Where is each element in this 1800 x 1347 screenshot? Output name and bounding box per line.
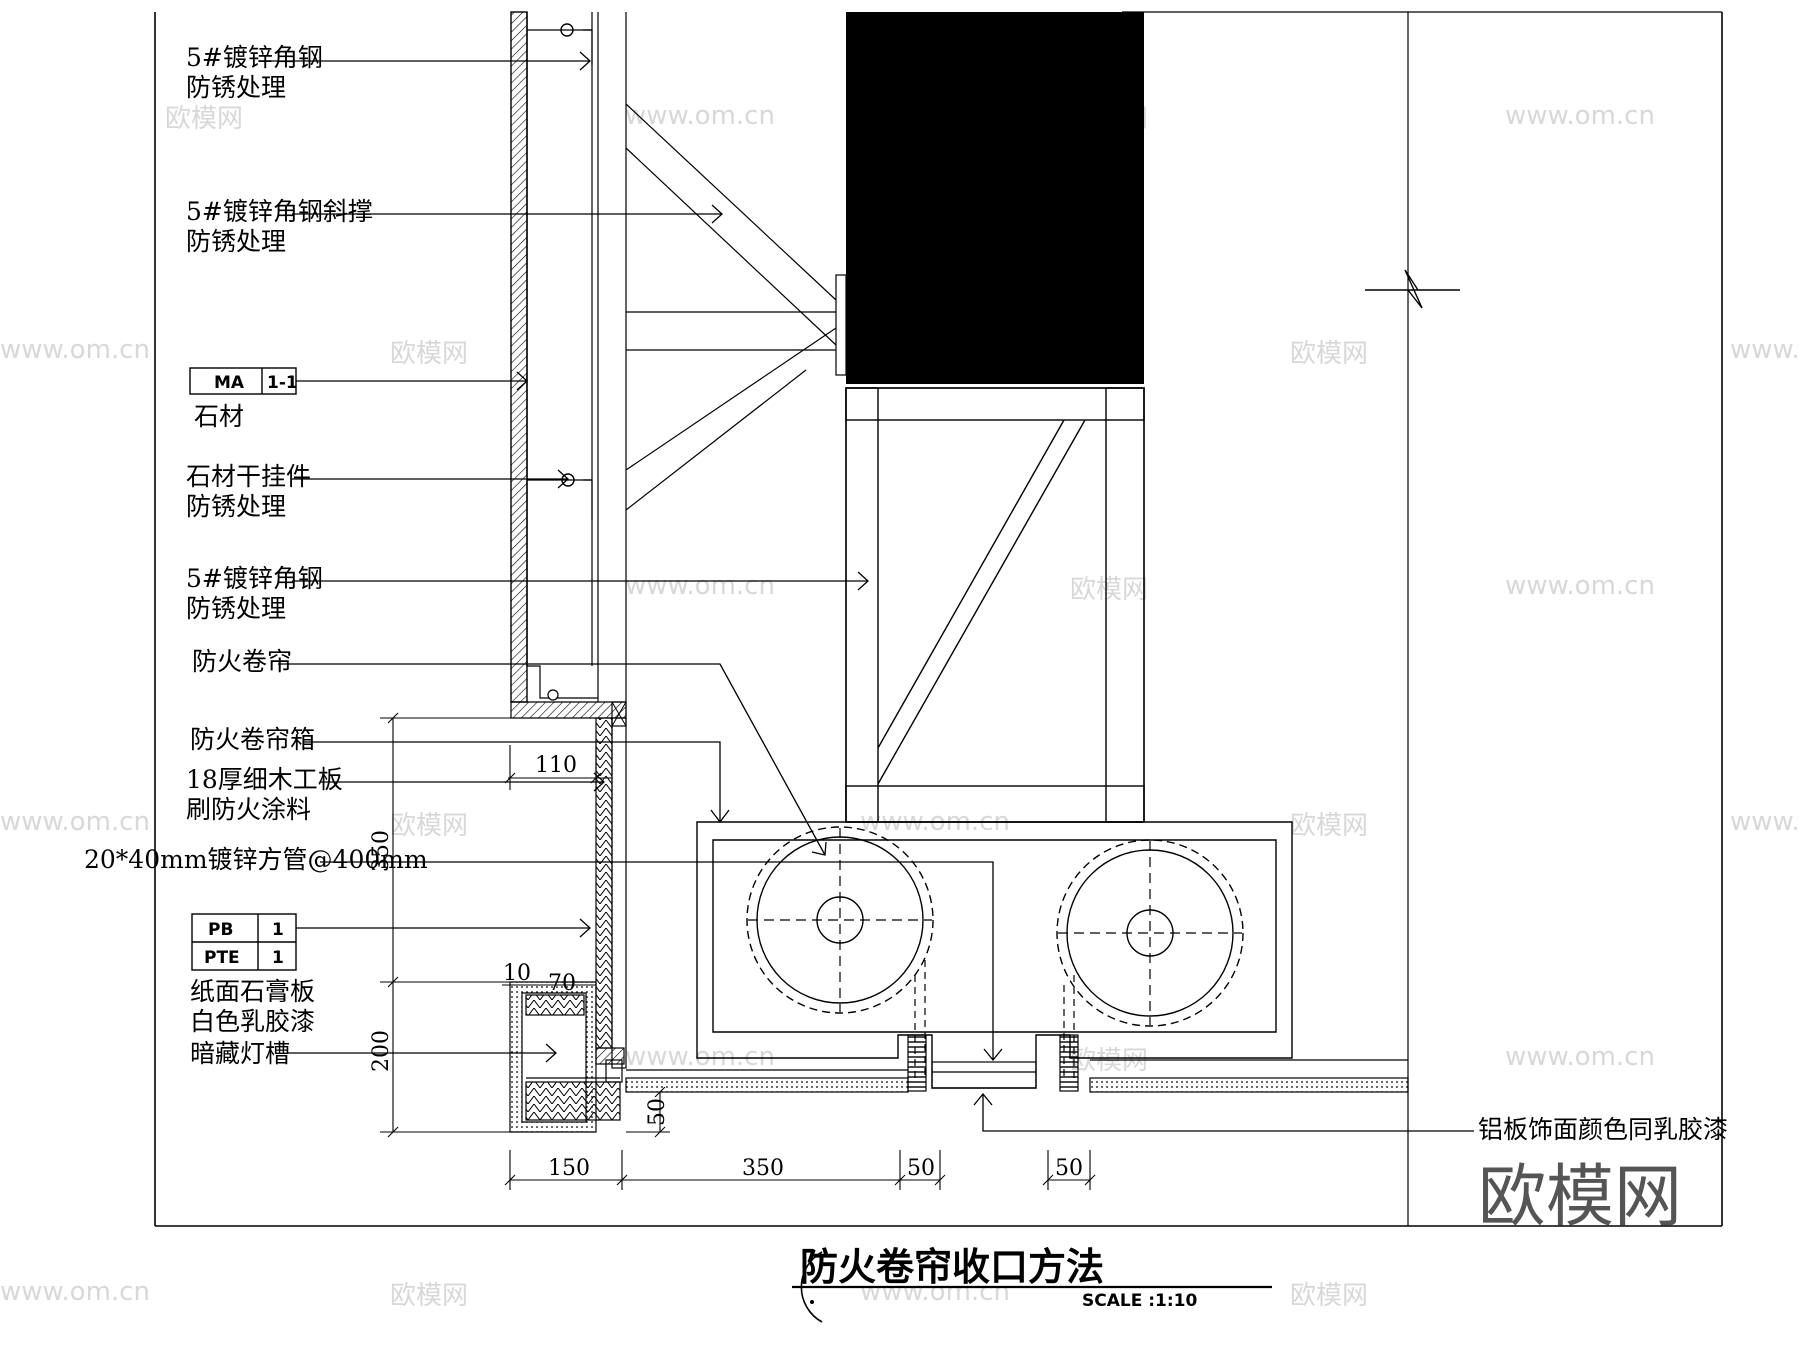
material-tag-pb-pte: PB 1 PTE 1 [191, 913, 297, 971]
structural-column [846, 12, 1144, 384]
tag-pb-number: 1 [272, 920, 284, 940]
leader-lines [258, 51, 1474, 1132]
label-fire-coating: 刷防火涂料 [186, 795, 311, 824]
label-stone-hanger: 石材干挂件 [186, 462, 311, 491]
annotation-labels: 5#镀锌角钢 防锈处理 5#镀锌角钢斜撑 防锈处理 石材 石材干挂件 防锈处理 … [84, 43, 1728, 1144]
dim-200: 200 [369, 1030, 394, 1072]
watermark-site: www.om.cn [0, 335, 150, 365]
label-gypsum-board: 纸面石膏板 [190, 977, 315, 1006]
drawing-title: 防火卷帘收口方法 [800, 1245, 1104, 1289]
blockboard-bulkhead [595, 717, 627, 1069]
material-tag-ma: MA 1-1 [189, 367, 298, 395]
tag-pte-code: PTE [204, 948, 240, 968]
watermark-brand: 欧模网 [165, 104, 243, 134]
dim-150: 150 [548, 1156, 590, 1181]
label-angle-brace: 5#镀锌角钢斜撑 [186, 197, 373, 226]
label-latex-paint: 白色乳胶漆 [190, 1007, 315, 1036]
drawing-frame [154, 11, 1723, 1227]
watermark-brand: 欧模网 [390, 811, 468, 841]
watermark-site: www.om.cn [0, 807, 150, 837]
dim-50-trim: 50 [1055, 1156, 1083, 1181]
label-rust-treatment: 防锈处理 [186, 227, 286, 256]
label-square-tube: 20*40mm镀锌方管@400mm [84, 845, 428, 874]
dimension-texts: 110 350 200 10 70 50 150 350 50 50 [369, 753, 1083, 1181]
watermark-brand: 欧模网 [390, 1281, 468, 1311]
watermark-brand: 欧模网 [390, 339, 468, 369]
watermark-layer: 欧模网 www.om.cn 欧模网 www.om.cn www.om.cn 欧模… [0, 101, 1800, 1311]
tag-ma-number: 1-1 [267, 373, 298, 393]
watermark-brand: 欧模网 [1290, 811, 1368, 841]
dim-50-vertical: 50 [645, 1098, 670, 1126]
steel-bracing [625, 103, 847, 511]
watermark-site: www.om.cn [1505, 101, 1655, 131]
watermark-site: www.om.cn [1730, 335, 1800, 365]
dim-70: 70 [548, 971, 576, 996]
tag-ma-code: MA [214, 373, 245, 393]
label-rust-treatment: 防锈处理 [186, 73, 286, 102]
label-aluminum-panel: 铝板饰面颜色同乳胶漆 [1478, 1115, 1728, 1144]
title-block: 防火卷帘收口方法 SCALE :1:10 [792, 1245, 1272, 1323]
dim-350-vertical: 350 [369, 830, 394, 872]
dim-110: 110 [535, 753, 577, 778]
watermark-brand: 欧模网 [1290, 339, 1368, 369]
shutter-roller-right [1056, 839, 1244, 1080]
watermark-site: www.om.cn [625, 571, 775, 601]
drawing-scale: SCALE :1:10 [1082, 1291, 1197, 1311]
label-light-slot: 暗藏灯槽 [190, 1039, 290, 1068]
gypsum-ceiling [625, 1059, 1409, 1093]
hidden-light-trough [509, 981, 623, 1133]
watermark-site: www.om.cn [1505, 571, 1655, 601]
watermark-brand-large: 欧模网 [1478, 1158, 1682, 1237]
watermark-site: www.om.cn [860, 1277, 1010, 1307]
label-angle-steel: 5#镀锌角钢 [186, 43, 323, 72]
watermark-site: www.om.cn [1505, 1042, 1655, 1072]
dimension-lines [380, 712, 1096, 1190]
watermark-brand: 欧模网 [1070, 1046, 1148, 1076]
label-fire-shutter: 防火卷帘 [192, 647, 292, 676]
tag-pte-number: 1 [272, 948, 284, 968]
label-angle-steel: 5#镀锌角钢 [186, 564, 323, 593]
label-rust-treatment: 防锈处理 [186, 594, 286, 623]
watermark-brand: 欧模网 [1070, 575, 1148, 605]
label-stone: 石材 [194, 402, 244, 431]
watermark-site: www.om.cn [625, 1042, 775, 1072]
label-blockboard: 18厚细木工板 [186, 765, 343, 794]
watermark-site: www.om.cn [1730, 807, 1800, 837]
watermark-brand: 欧模网 [1290, 1281, 1368, 1311]
dim-50-slot: 50 [907, 1156, 935, 1181]
dim-350-horizontal: 350 [742, 1156, 784, 1181]
watermark-site: www.om.cn [625, 101, 775, 131]
label-rust-treatment: 防锈处理 [186, 492, 286, 521]
shutter-slot-trim [907, 1034, 1079, 1092]
steel-frame [845, 387, 1145, 823]
stone-cladding [510, 11, 627, 727]
tag-pb-code: PB [208, 920, 233, 940]
label-fire-shutter-box: 防火卷帘箱 [190, 725, 315, 754]
dim-10: 10 [503, 961, 531, 986]
watermark-site: www.om.cn [0, 1277, 150, 1307]
